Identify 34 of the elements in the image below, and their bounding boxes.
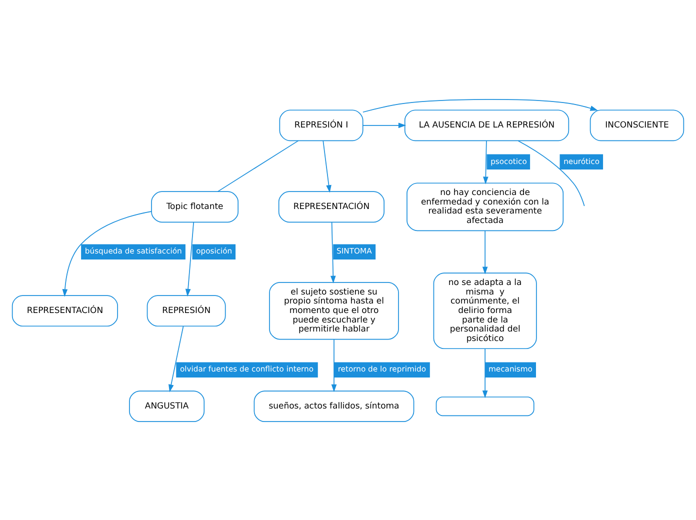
edge-label: oposición [196,246,232,256]
node-box: Topic flotante [151,190,239,222]
edge-label: mecanismo [488,364,532,374]
edge-label: psocotico [490,156,527,166]
node-box: REPRESENTACIÓN [12,294,118,326]
edge-label: olvidar fuentes de conflicto interno [180,364,314,374]
arrow [482,230,488,274]
node-box: sueños, actos fallidos, síntoma [254,390,414,422]
arrow [168,325,184,392]
node-box: REPRESENTACIÓN [278,190,384,222]
node-box: REPRESIÓN [146,294,226,326]
node-box: INCONSCIENTE [590,109,684,141]
node-box: LA AUSENCIA DE LA REPRESIÓN [404,109,570,141]
node-box: el sujeto sostiene su propio síntoma hasta el momento que el otro puede escucharle y permitirle hablar [269,282,399,340]
node-box: ANGUSTIA [129,390,205,422]
arrow [362,98,598,112]
arrow [185,221,194,296]
arrow [330,221,336,283]
arrow [331,338,337,392]
connector [217,140,299,192]
arrow [362,122,406,128]
node-box: no hay conciencia de enfermedad y conexión con la realidad esta severamente afectada [406,182,564,231]
arrow [322,140,332,192]
arrow [482,348,488,398]
edge-label: búsqueda de satisfacción [84,246,182,256]
arrow [62,210,152,296]
node-box: REPRESIÓN I [279,109,364,141]
edge-label: SINTOMA [336,246,372,256]
edge-label: retorno de lo reprimido [338,364,426,374]
arrow [483,140,488,184]
node-box [436,396,534,416]
edge-label: neurótico [564,156,600,166]
node-box: no se adapta a la misma y comúnmente, el delirio forma parte de la personalidad del psicótico [433,272,537,349]
connector [518,140,585,206]
